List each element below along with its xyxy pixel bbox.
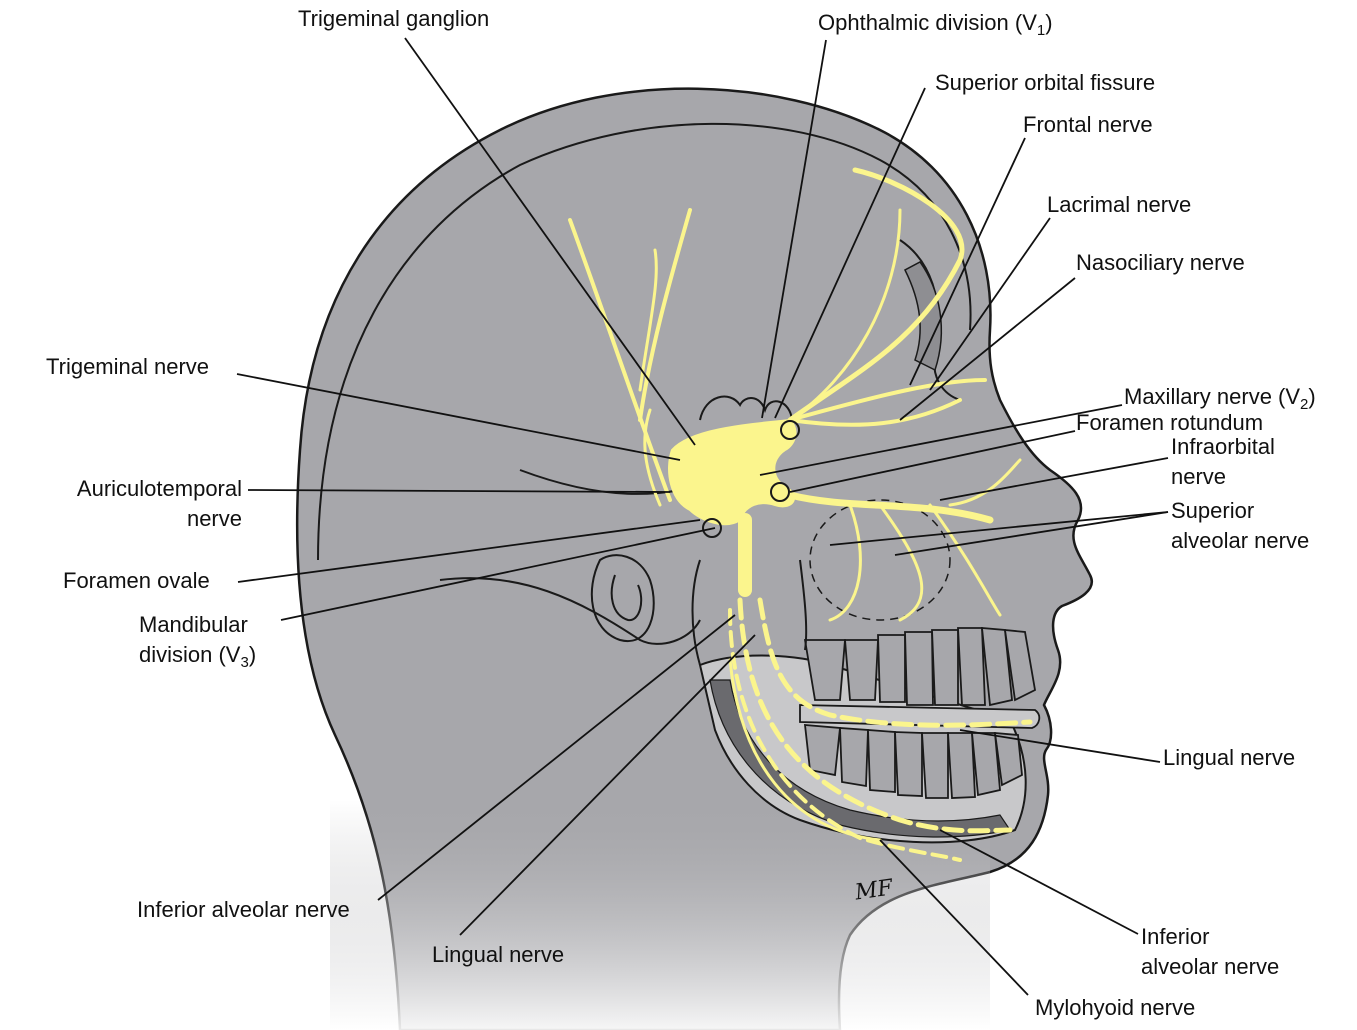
nerve-paths — [568, 167, 1033, 862]
label-mandibular-subscript: 3 — [240, 654, 249, 671]
mandible-ramus — [691, 559, 808, 666]
label-infraorbital-line1: Infraorbital — [1171, 434, 1275, 459]
lower-teeth — [803, 724, 1023, 799]
label-mandibular-close: ) — [248, 642, 257, 667]
artist-signature: MF — [853, 875, 895, 906]
label-infraorbital-nerve: Infraorbital nerve — [1171, 432, 1275, 492]
neck-fade — [330, 800, 990, 1030]
label-lacrimal-nerve: Lacrimal nerve — [1047, 192, 1192, 217]
label-mandibular-line2: division (V3) — [139, 640, 256, 678]
label-auriculotemporal-nerve: Auriculotemporal nerve — [54, 474, 242, 534]
label-maxillary-subscript: 2 — [1300, 396, 1309, 413]
label-foramen-rotundum: Foramen rotundum — [1076, 410, 1264, 435]
foramen-ovale-marker — [702, 518, 722, 538]
maxillary-sinus — [809, 499, 951, 621]
upper-teeth — [803, 627, 1037, 707]
label-maxillary-nerve: Maxillary nerve (V2) — [1124, 382, 1316, 420]
label-trigeminal-nerve: Trigeminal nerve — [46, 354, 210, 379]
label-inferior-alveolar-right-line2: alveolar nerve — [1141, 954, 1280, 979]
sphenoid-bone — [699, 395, 793, 421]
label-maxillary-close: ) — [1308, 384, 1316, 409]
label-lingual-nerve-bottom: Lingual nerve — [432, 942, 565, 967]
label-ophthalmic-close: ) — [1045, 10, 1053, 35]
label-auriculotemporal-line1: Auriculotemporal — [76, 476, 242, 501]
label-superior-orbital-fissure: Superior orbital fissure — [935, 70, 1156, 95]
superior-orbital-fissure-marker — [780, 420, 800, 440]
leader-lines — [236, 37, 1169, 996]
label-lingual-nerve-right: Lingual nerve — [1163, 745, 1296, 770]
label-inferior-alveolar-right-line1: Inferior — [1141, 924, 1210, 949]
label-inferior-alveolar-nerve-left: Inferior alveolar nerve — [137, 897, 350, 922]
label-frontal-nerve: Frontal nerve — [1023, 112, 1153, 137]
label-inferior-alveolar-nerve-right: Inferior alveolar nerve — [1141, 922, 1279, 982]
label-ophthalmic-subscript: 1 — [1036, 22, 1046, 39]
label-infraorbital-line2: nerve — [1171, 464, 1227, 489]
label-ophthalmic-text: Ophthalmic division (V — [818, 10, 1037, 35]
label-mandibular-line1: Mandibular — [139, 612, 248, 637]
label-trigeminal-ganglion: Trigeminal ganglion — [298, 6, 490, 31]
label-mylohyoid-nerve: Mylohyoid nerve — [1035, 995, 1196, 1020]
label-nasociliary-nerve: Nasociliary nerve — [1076, 250, 1245, 275]
ear — [590, 554, 655, 643]
label-auriculotemporal-line2: nerve — [186, 506, 242, 531]
trigeminal-ganglion-shape — [668, 418, 797, 526]
label-superior-alveolar-line2: alveolar nerve — [1171, 528, 1310, 553]
label-foramen-ovale: Foramen ovale — [63, 568, 210, 593]
label-maxillary-text: Maxillary nerve (V — [1124, 384, 1301, 409]
label-mandibular-division: Mandibular division (V3) — [139, 610, 256, 678]
label-mandibular-text: division (V — [139, 642, 241, 667]
label-ophthalmic-division: Ophthalmic division (V1) — [818, 8, 1053, 46]
ear-inner — [610, 574, 643, 622]
label-superior-alveolar-line1: Superior — [1171, 498, 1255, 523]
foramen-rotundum-marker — [770, 482, 790, 502]
label-superior-alveolar-nerve: Superior alveolar nerve — [1171, 496, 1309, 556]
